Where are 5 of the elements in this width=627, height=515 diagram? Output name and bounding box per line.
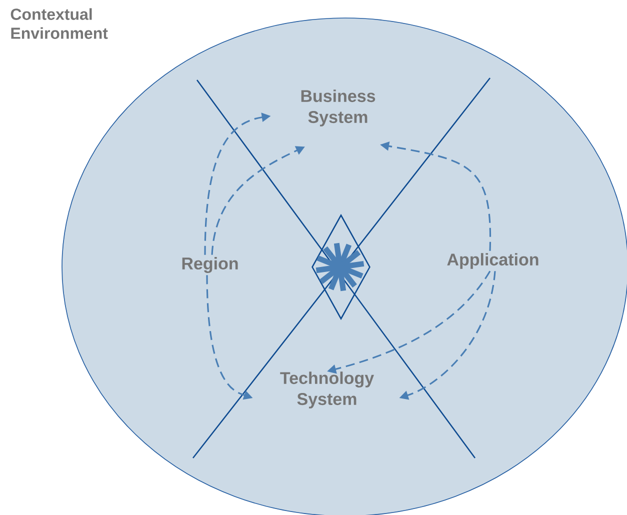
heading-text: Contextual Environment bbox=[10, 8, 108, 39]
area-label: Technology System bbox=[280, 372, 374, 408]
area-label: Business System bbox=[301, 90, 376, 126]
area-label: Region bbox=[182, 257, 238, 273]
area-label: Application bbox=[447, 253, 538, 269]
